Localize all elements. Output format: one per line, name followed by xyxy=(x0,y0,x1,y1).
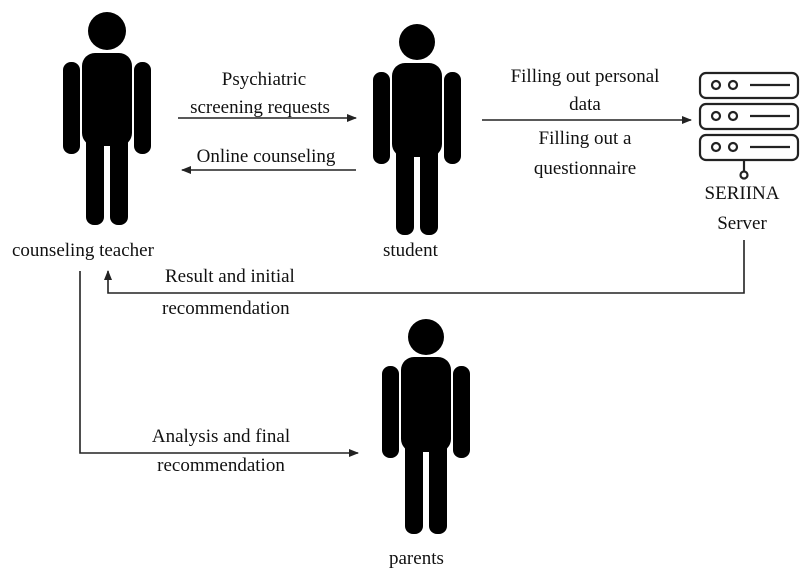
flow-student-server-line4: questionnaire xyxy=(533,158,637,179)
flow-student-teacher-line1: Online counseling xyxy=(196,146,336,167)
flow-student-server-line2: data xyxy=(569,94,601,115)
server-type-label: Server xyxy=(717,213,767,234)
flow-server-teacher-line1: Result and initial xyxy=(165,266,295,287)
flow-teacher-parents-line2: recommendation xyxy=(157,455,285,476)
teacher-figure-icon xyxy=(63,12,151,225)
arrow-teacher-to-parents xyxy=(79,271,359,457)
flow-server-teacher-line2: recommendation xyxy=(162,298,290,319)
student-figure-icon xyxy=(373,24,461,235)
flow-teacher-student-line1: Psychiatric xyxy=(221,69,307,90)
arrow-server-to-teacher xyxy=(104,240,745,294)
parents-label: parents xyxy=(389,548,444,569)
student-label: student xyxy=(383,240,438,261)
teacher-label: counseling teacher xyxy=(12,240,154,261)
parents-figure-icon xyxy=(382,319,470,534)
flow-student-server-line1: Filling out personal xyxy=(510,66,660,87)
server-name-label: SERIINA xyxy=(704,183,780,204)
flow-student-server-line3: Filling out a xyxy=(538,128,632,149)
flow-teacher-student-line2: screening requests xyxy=(190,97,330,118)
flow-teacher-parents-line1: Analysis and final xyxy=(151,426,291,447)
server-rack-icon xyxy=(698,71,800,180)
